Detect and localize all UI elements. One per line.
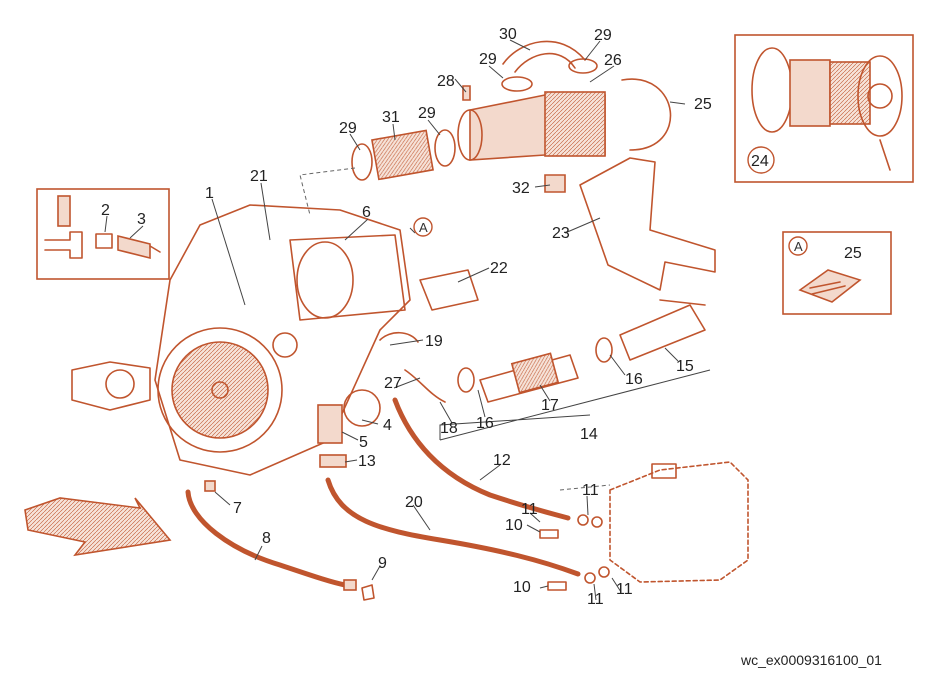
callout-22: 22 — [490, 260, 508, 277]
callout-17: 17 — [541, 397, 559, 414]
reference-code: wc_ex0009316100_01 — [740, 652, 882, 668]
callout-9: 9 — [378, 555, 387, 572]
air-intake-components — [351, 40, 672, 193]
callout-13: 13 — [358, 453, 376, 470]
callout-11-upper-left: 11 — [521, 501, 538, 518]
fuel-tank — [609, 461, 749, 583]
inset-air-filter-frame — [734, 34, 914, 183]
callout-26: 26 — [604, 52, 622, 69]
marker-a-main: A — [419, 220, 428, 235]
callout-16-right: 16 — [625, 371, 643, 388]
callout-10-upper: 10 — [505, 517, 523, 534]
callout-circle-24 — [747, 146, 775, 174]
fuel-line-12 — [392, 397, 571, 521]
hose-fittings — [204, 454, 610, 601]
callout-4: 4 — [383, 417, 392, 434]
callout-27: 27 — [384, 375, 402, 392]
callout-28: 28 — [437, 73, 455, 90]
callout-29-top: 29 — [594, 27, 612, 44]
callout-5: 5 — [359, 434, 368, 451]
callout-25: 25 — [694, 96, 712, 113]
callout-32: 32 — [512, 180, 530, 197]
fuel-line-20 — [325, 477, 581, 577]
callout-11-bottom-right: 11 — [616, 581, 633, 598]
exhaust-components — [379, 299, 706, 403]
callout-14: 14 — [580, 426, 598, 443]
callout-19: 19 — [425, 333, 443, 350]
mounting-plate — [419, 269, 479, 311]
leader-lines — [104, 39, 686, 601]
direction-arrow — [24, 497, 172, 557]
callout-3: 3 — [137, 211, 146, 228]
callout-20: 20 — [405, 494, 423, 511]
callout-11-bottom: 11 — [587, 591, 604, 608]
callout-12: 12 — [493, 452, 511, 469]
callout-29-left: 29 — [339, 120, 357, 137]
fuel-line-8 — [185, 489, 348, 588]
callout-2: 2 — [101, 202, 110, 219]
group-bracket-14 — [439, 369, 711, 441]
callout-24: 24 — [751, 153, 769, 170]
callout-29-mid: 29 — [418, 105, 436, 122]
callout-11-top: 11 — [582, 482, 599, 499]
callout-23: 23 — [552, 225, 570, 242]
callout-16-left: 16 — [476, 415, 494, 432]
starter-motor — [71, 361, 151, 411]
marker-a-circle-main — [413, 217, 433, 237]
callout-21: 21 — [250, 168, 268, 185]
marker-a-circle-inset — [788, 236, 808, 256]
callout-10-lower: 10 — [513, 579, 531, 596]
air-filter-assembly-illustration — [751, 47, 903, 171]
marker-a-inset: A — [794, 239, 803, 254]
injector-fitting-detail — [44, 195, 161, 260]
kit-25-illustration — [798, 269, 862, 303]
inset-kit-25-frame — [782, 231, 892, 315]
inset-injector-detail-frame — [36, 188, 170, 280]
callout-7: 7 — [233, 500, 242, 517]
callout-25-inset: 25 — [844, 245, 862, 262]
support-bracket — [579, 157, 716, 291]
callout-18: 18 — [440, 420, 458, 437]
callout-1: 1 — [205, 185, 214, 202]
callout-30: 30 — [499, 26, 517, 43]
callout-31: 31 — [382, 109, 400, 126]
engine-assembly — [154, 204, 411, 476]
callout-6: 6 — [362, 204, 371, 221]
callout-15: 15 — [676, 358, 694, 375]
dashed-guide-line-tank — [559, 484, 611, 491]
callout-29-duct: 29 — [479, 51, 497, 68]
callout-8: 8 — [262, 530, 271, 547]
